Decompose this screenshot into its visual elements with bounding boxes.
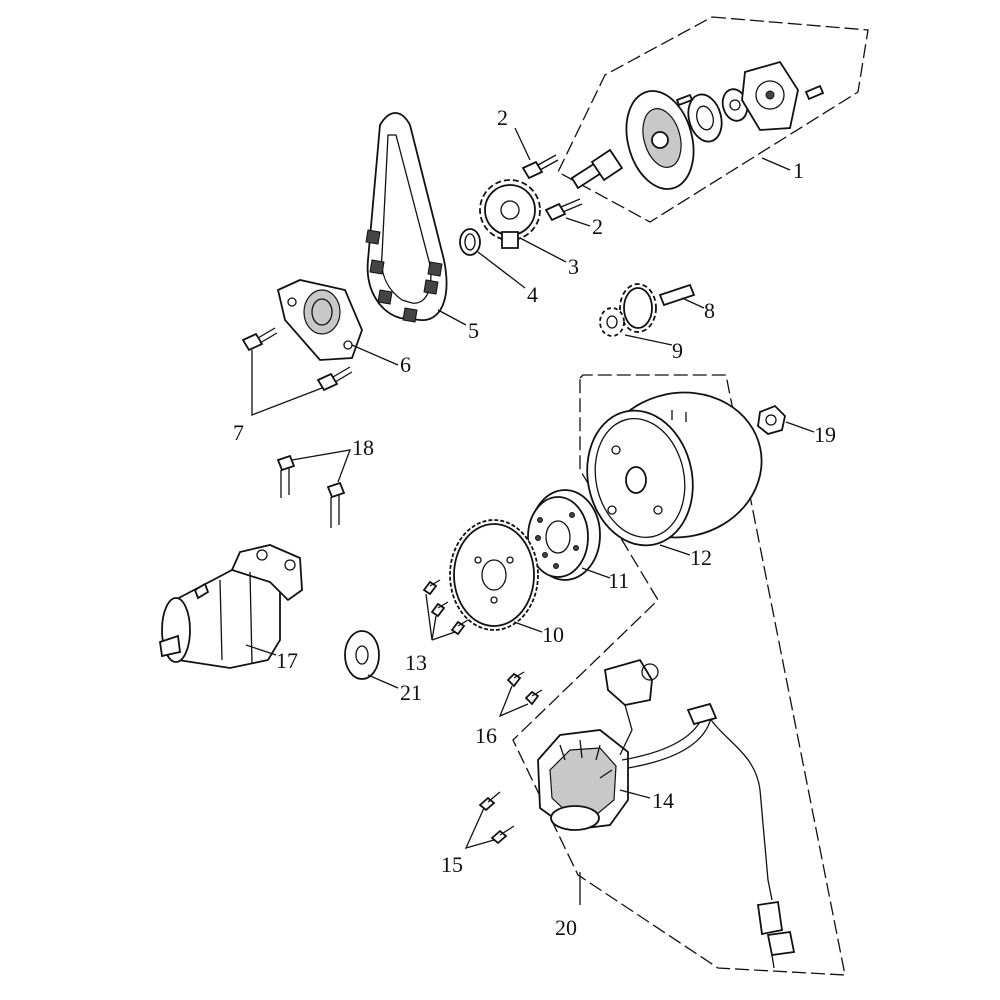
callout-4: 4 — [527, 282, 538, 307]
sprocket-3 — [479, 179, 541, 249]
bolts-18 — [276, 454, 346, 528]
starter-clutch-11 — [527, 489, 601, 581]
chain-5 — [365, 112, 448, 323]
leader-13 — [425, 593, 456, 641]
callout-9: 9 — [672, 338, 683, 363]
bolts-15 — [478, 791, 515, 845]
group-12-boundary — [512, 374, 846, 976]
leader-9 — [624, 334, 673, 346]
stator-14 — [537, 658, 796, 969]
callout-21: 21 — [400, 680, 422, 705]
callout-14-rendered: 14 — [652, 788, 674, 813]
nut-19 — [757, 404, 786, 435]
pin-8 — [658, 283, 696, 307]
leader-7 — [251, 350, 323, 416]
callout-6: 6 — [400, 352, 411, 377]
callout-1: 1 — [793, 158, 804, 183]
callout-2a: 2 — [497, 105, 508, 130]
group-1-boundary — [557, 16, 869, 223]
bolts-13 — [422, 579, 469, 636]
leader-5 — [437, 309, 467, 326]
leader-15 — [464, 807, 495, 850]
leader-12 — [659, 544, 691, 556]
gear-9 — [599, 283, 657, 337]
leader-16 — [498, 685, 529, 718]
guide-plate-6 — [276, 279, 363, 361]
leader-2a — [514, 127, 531, 161]
bolt-2-upper — [521, 154, 559, 180]
callout-16-rendered: 16 — [475, 723, 497, 748]
callout-5: 5 — [468, 318, 479, 343]
leader-14 — [619, 789, 651, 799]
starter-motor-17 — [159, 544, 303, 669]
leader-6 — [351, 344, 399, 366]
flywheel-rotor-12 — [586, 391, 763, 547]
leader-18 — [291, 449, 352, 483]
leader-21 — [367, 674, 399, 689]
callout-12: 12 — [690, 545, 712, 570]
ring-4 — [459, 228, 481, 256]
leader-10 — [513, 621, 543, 633]
leader-4 — [477, 251, 526, 289]
driven-gear-10 — [449, 519, 539, 631]
bolt-2-lower — [544, 198, 583, 222]
callout-2b: 2 — [592, 214, 603, 239]
callout-15-rendered: 15 — [441, 852, 463, 877]
callout-13: 13 — [405, 650, 427, 675]
callout-19: 19 — [814, 422, 836, 447]
bolt-7-upper — [241, 327, 278, 352]
callout-11: 11 — [608, 568, 629, 593]
leader-2b — [565, 217, 591, 227]
bolt-7-lower — [316, 366, 353, 392]
callout-3: 3 — [568, 254, 579, 279]
leader-3 — [519, 237, 567, 263]
oil-pump-assembly — [570, 60, 825, 190]
callout-18: 18 — [352, 435, 374, 460]
leader-19 — [785, 421, 815, 433]
washer-21 — [344, 630, 380, 680]
callout-17: 17 — [276, 648, 298, 673]
bolts-16 — [506, 671, 543, 706]
callout-10: 10 — [542, 622, 564, 647]
leader-11 — [581, 567, 611, 579]
leader-1 — [761, 157, 791, 171]
leader-8 — [681, 297, 705, 309]
callout-20: 20 — [555, 915, 577, 940]
callout-8: 8 — [704, 298, 715, 323]
callout-7: 7 — [233, 420, 244, 445]
leader-17 — [245, 644, 277, 656]
